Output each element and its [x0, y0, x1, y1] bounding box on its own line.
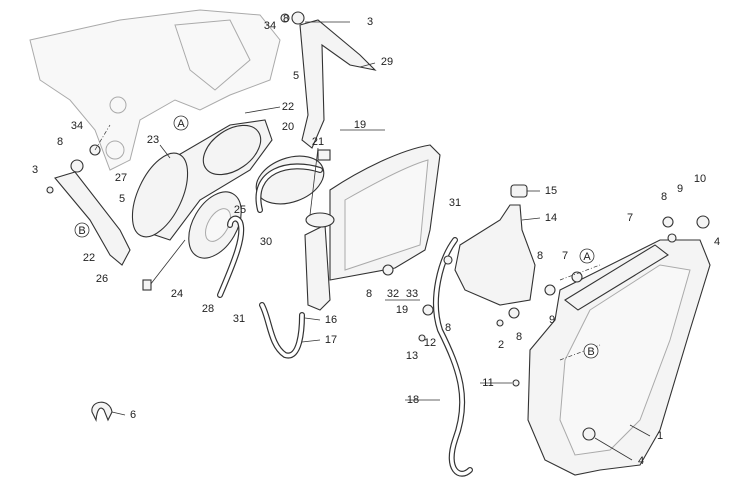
callout: 21 — [312, 136, 324, 148]
callout: 29 — [381, 56, 393, 68]
callout: 8 — [445, 322, 451, 334]
callout: 33 — [406, 288, 418, 300]
callout: 3 — [32, 164, 38, 176]
callout: 16 — [325, 314, 337, 326]
callout: 7 — [562, 250, 568, 262]
ref-mark-a: A — [177, 118, 185, 130]
fan-20 — [255, 149, 331, 213]
callout: 20 — [282, 121, 294, 133]
callout: 1 — [657, 430, 663, 442]
radiator-19 — [329, 144, 441, 281]
clamp-6 — [91, 401, 113, 422]
callout: 4 — [638, 455, 644, 467]
reference-marks: A B A B — [74, 115, 599, 359]
callout: 5 — [119, 193, 125, 205]
callout: 10 — [694, 173, 706, 185]
callout: 9 — [677, 183, 683, 195]
callout: 32 — [387, 288, 399, 300]
bracket-29 — [280, 11, 377, 149]
callout: 13 — [406, 350, 418, 362]
callout: 12 — [424, 337, 436, 349]
callout: 34 — [71, 120, 83, 132]
expansion-tank-14 — [454, 184, 536, 306]
fan-shroud-23 — [131, 119, 273, 241]
main-frame-section — [29, 9, 281, 171]
callout: 3 — [367, 16, 373, 28]
pipe-21 — [304, 212, 335, 311]
callout: 18 — [407, 394, 419, 406]
ref-mark-b: B — [78, 225, 85, 237]
callout: 34 — [264, 20, 276, 32]
callout: 28 — [202, 303, 214, 315]
callout: 4 — [714, 236, 720, 248]
subframe-1 — [527, 239, 711, 476]
callouts: 34 8 3 5 29 22 34 8 23 20 21 19 27 3 5 2… — [32, 13, 720, 467]
ref-mark-a: A — [583, 251, 591, 263]
callout: 19 — [396, 304, 408, 316]
callout: 30 — [260, 236, 272, 248]
callout: 8 — [283, 13, 289, 25]
callout: 23 — [147, 134, 159, 146]
callout: 6 — [130, 409, 136, 421]
callout: 22 — [282, 101, 294, 113]
callout: 17 — [325, 334, 337, 346]
hardware — [46, 144, 710, 441]
callout: 31 — [233, 313, 245, 325]
fan-24 — [142, 191, 242, 291]
callout: 25 — [234, 204, 246, 216]
callout: 22 — [83, 252, 95, 264]
callout: 7 — [627, 212, 633, 224]
callout: 8 — [57, 136, 63, 148]
callout: 2 — [498, 339, 504, 351]
callout: 24 — [171, 288, 183, 300]
callout: 8 — [661, 191, 667, 203]
leader-lines — [94, 21, 651, 461]
callout: 31 — [449, 197, 461, 209]
callout: 11 — [482, 377, 493, 389]
callout: 5 — [293, 70, 299, 82]
callout: 8 — [516, 331, 522, 343]
callout: 8 — [537, 250, 543, 262]
callout: 26 — [96, 273, 108, 285]
ref-mark-b: B — [587, 346, 594, 358]
bracket-26 — [54, 171, 131, 266]
callout: 9 — [549, 314, 555, 326]
callout: 14 — [545, 212, 557, 224]
callout: 15 — [545, 185, 557, 197]
callout: 19 — [354, 119, 366, 131]
callout: 27 — [115, 172, 127, 184]
callout: 8 — [366, 288, 372, 300]
